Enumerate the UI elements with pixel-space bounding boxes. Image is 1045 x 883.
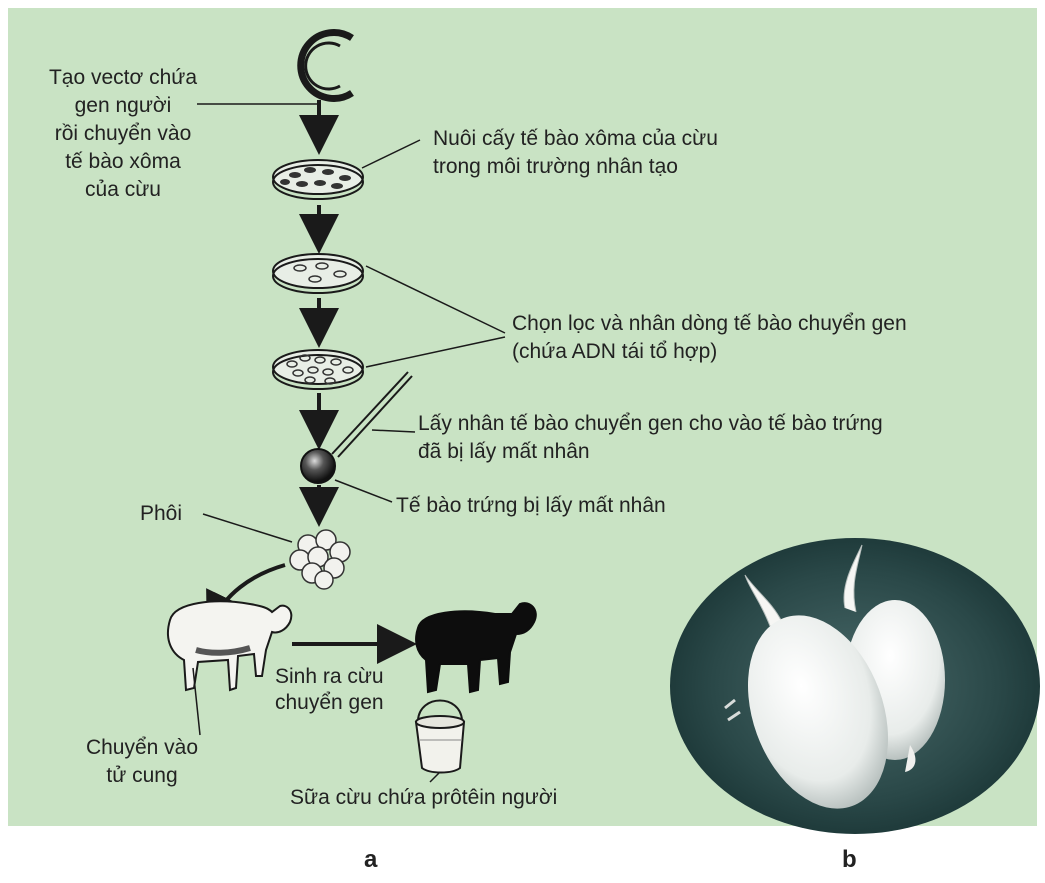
label-transfer-line-1: Lấy nhân tế bào chuyển gen cho vào tế bà… bbox=[418, 412, 883, 435]
panel-letter-a: a bbox=[364, 846, 378, 873]
label-born-line-2: chuyển gen bbox=[275, 691, 384, 714]
petri-dish-cloning-icon bbox=[272, 349, 364, 390]
label-uterus: Chuyển vào tử cung bbox=[62, 734, 222, 790]
mice-photo bbox=[670, 538, 1040, 834]
label-vector-line-5: của cừu bbox=[85, 178, 161, 201]
label-born: Sinh ra cừu chuyển gen bbox=[275, 664, 384, 716]
label-uterus-line-2: tử cung bbox=[106, 764, 178, 787]
surrogate-sheep-icon bbox=[166, 600, 293, 692]
label-transfer-line-2: đã bị lấy mất nhân bbox=[418, 440, 590, 463]
label-culture: Nuôi cấy tế bào xôma của cừu trong môi t… bbox=[433, 125, 718, 181]
embryo-icon bbox=[289, 529, 351, 590]
label-culture-line-1: Nuôi cấy tế bào xôma của cừu bbox=[433, 127, 718, 150]
milk-bucket-icon bbox=[414, 699, 466, 774]
label-milk: Sữa cừu chứa prôtêin người bbox=[290, 786, 558, 809]
label-select-line-1: Chọn lọc và nhân dòng tế bào chuyển gen bbox=[512, 312, 907, 335]
label-egg: Tế bào trứng bị lấy mất nhân bbox=[396, 494, 666, 517]
pipette-icon bbox=[331, 371, 413, 458]
plasmid-vector-icon bbox=[297, 29, 354, 102]
label-vector-line-4: tế bào xôma bbox=[65, 150, 181, 173]
label-embryo: Phôi bbox=[140, 502, 183, 525]
label-vector-line-3: rồi chuyển vào bbox=[54, 122, 192, 145]
label-transfer: Lấy nhân tế bào chuyển gen cho vào tế bà… bbox=[418, 410, 883, 466]
panel-letter-b: b bbox=[842, 846, 857, 873]
label-vector: Tạo vectơ chứa gen người rồi chuyển vào … bbox=[18, 64, 228, 204]
petri-dish-selection-icon bbox=[272, 253, 364, 294]
label-vector-line-1: Tạo vectơ chứa bbox=[48, 66, 198, 89]
label-born-line-1: Sinh ra cừu bbox=[275, 665, 384, 688]
label-culture-line-2: trong môi trường nhân tạo bbox=[433, 155, 678, 178]
egg-cell-icon bbox=[300, 448, 336, 484]
label-vector-line-2: gen người bbox=[74, 94, 172, 117]
leader-lines bbox=[192, 103, 506, 783]
petri-dish-culture-icon bbox=[272, 159, 364, 200]
label-select: Chọn lọc và nhân dòng tế bào chuyển gen … bbox=[512, 310, 907, 366]
transgenic-sheep-icon bbox=[415, 602, 537, 694]
label-uterus-line-1: Chuyển vào bbox=[85, 736, 199, 759]
label-select-line-2: (chứa ADN tái tổ hợp) bbox=[512, 340, 718, 363]
